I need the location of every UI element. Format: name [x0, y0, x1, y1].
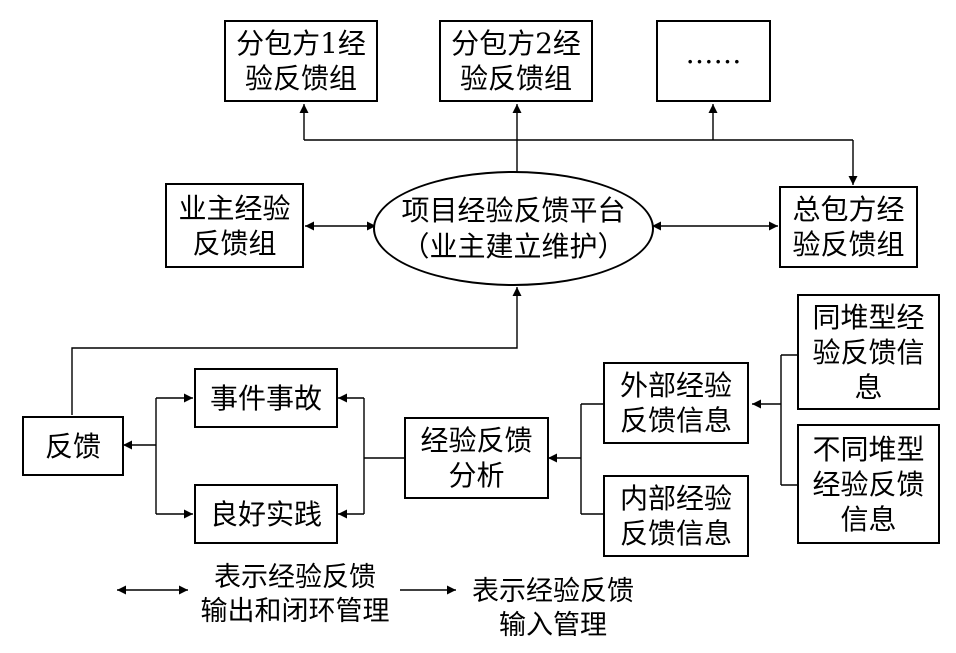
platform-line-1: 项目经验反馈平台 — [401, 193, 626, 227]
sub1-group-box: 分包方1经 验反馈组 — [224, 20, 378, 102]
legend-two-way-line-2: 输出和闭环管理 — [200, 596, 390, 627]
analysis-box: 经验反馈 分析 — [404, 417, 549, 499]
same-type-line-2: 验反馈信 — [812, 335, 925, 369]
legend-one-way-line-2: 输入管理 — [499, 610, 607, 641]
same-type-info-box: 同堆型经 验反馈信 息 — [797, 294, 940, 410]
gc-group-box: 总包方经 验反馈组 — [779, 186, 918, 268]
events-box: 事件事故 — [194, 368, 338, 428]
owner-group-box: 业主经验 反馈组 — [165, 183, 304, 268]
legend-one-way-line-1: 表示经验反馈 — [472, 576, 634, 607]
legend-two-way-line-1: 表示经验反馈 — [214, 562, 376, 593]
sub2-group-box: 分包方2经 验反馈组 — [439, 20, 593, 102]
feedback-box: 反馈 — [22, 416, 124, 476]
feedback-label: 反馈 — [44, 429, 101, 463]
internal-info-box: 内部经验 反馈信息 — [603, 475, 749, 557]
sub2-line-2: 验反馈组 — [459, 62, 572, 95]
external-info-box: 外部经验 反馈信息 — [603, 362, 749, 444]
same-type-line-1: 同堆型经 — [812, 300, 925, 334]
sub1-line-2: 验反馈组 — [244, 62, 357, 95]
analysis-line-1: 经验反馈 — [420, 424, 533, 457]
practice-box: 良好实践 — [194, 484, 338, 544]
same-type-line-3: 息 — [854, 370, 883, 404]
events-label: 事件事故 — [209, 381, 322, 415]
internal-line-2: 反馈信息 — [619, 517, 732, 550]
owner-line-2: 反馈组 — [192, 226, 277, 260]
legend-two-way-text: 表示经验反馈 输出和闭环管理 — [190, 561, 400, 629]
more-groups-box: …… — [656, 20, 771, 102]
internal-line-1: 内部经验 — [619, 482, 732, 515]
sub2-line-1: 分包方2经 — [451, 27, 581, 60]
legend-one-way-text: 表示经验反馈 输入管理 — [458, 575, 648, 643]
gc-line-1: 总包方经 — [792, 193, 905, 226]
external-line-2: 反馈信息 — [619, 404, 732, 437]
diff-type-info-box: 不同堆型 经验反馈 信息 — [797, 424, 940, 544]
sub1-line-1: 分包方1经 — [236, 27, 366, 60]
owner-line-1: 业主经验 — [178, 191, 291, 225]
analysis-line-2: 分析 — [448, 459, 505, 492]
platform-ellipse: 项目经验反馈平台 （业主建立维护） — [373, 171, 654, 286]
external-line-1: 外部经验 — [619, 369, 732, 402]
gc-line-2: 验反馈组 — [792, 228, 905, 261]
diff-type-line-1: 不同堆型 — [812, 432, 925, 466]
feedback-to-platform-line — [71, 287, 522, 415]
more-groups-ellipsis: …… — [685, 37, 742, 70]
diff-type-line-3: 信息 — [840, 502, 897, 536]
diff-type-line-2: 经验反馈 — [812, 467, 925, 501]
practice-label: 良好实践 — [209, 497, 322, 531]
platform-line-2: （业主建立维护） — [401, 229, 626, 263]
